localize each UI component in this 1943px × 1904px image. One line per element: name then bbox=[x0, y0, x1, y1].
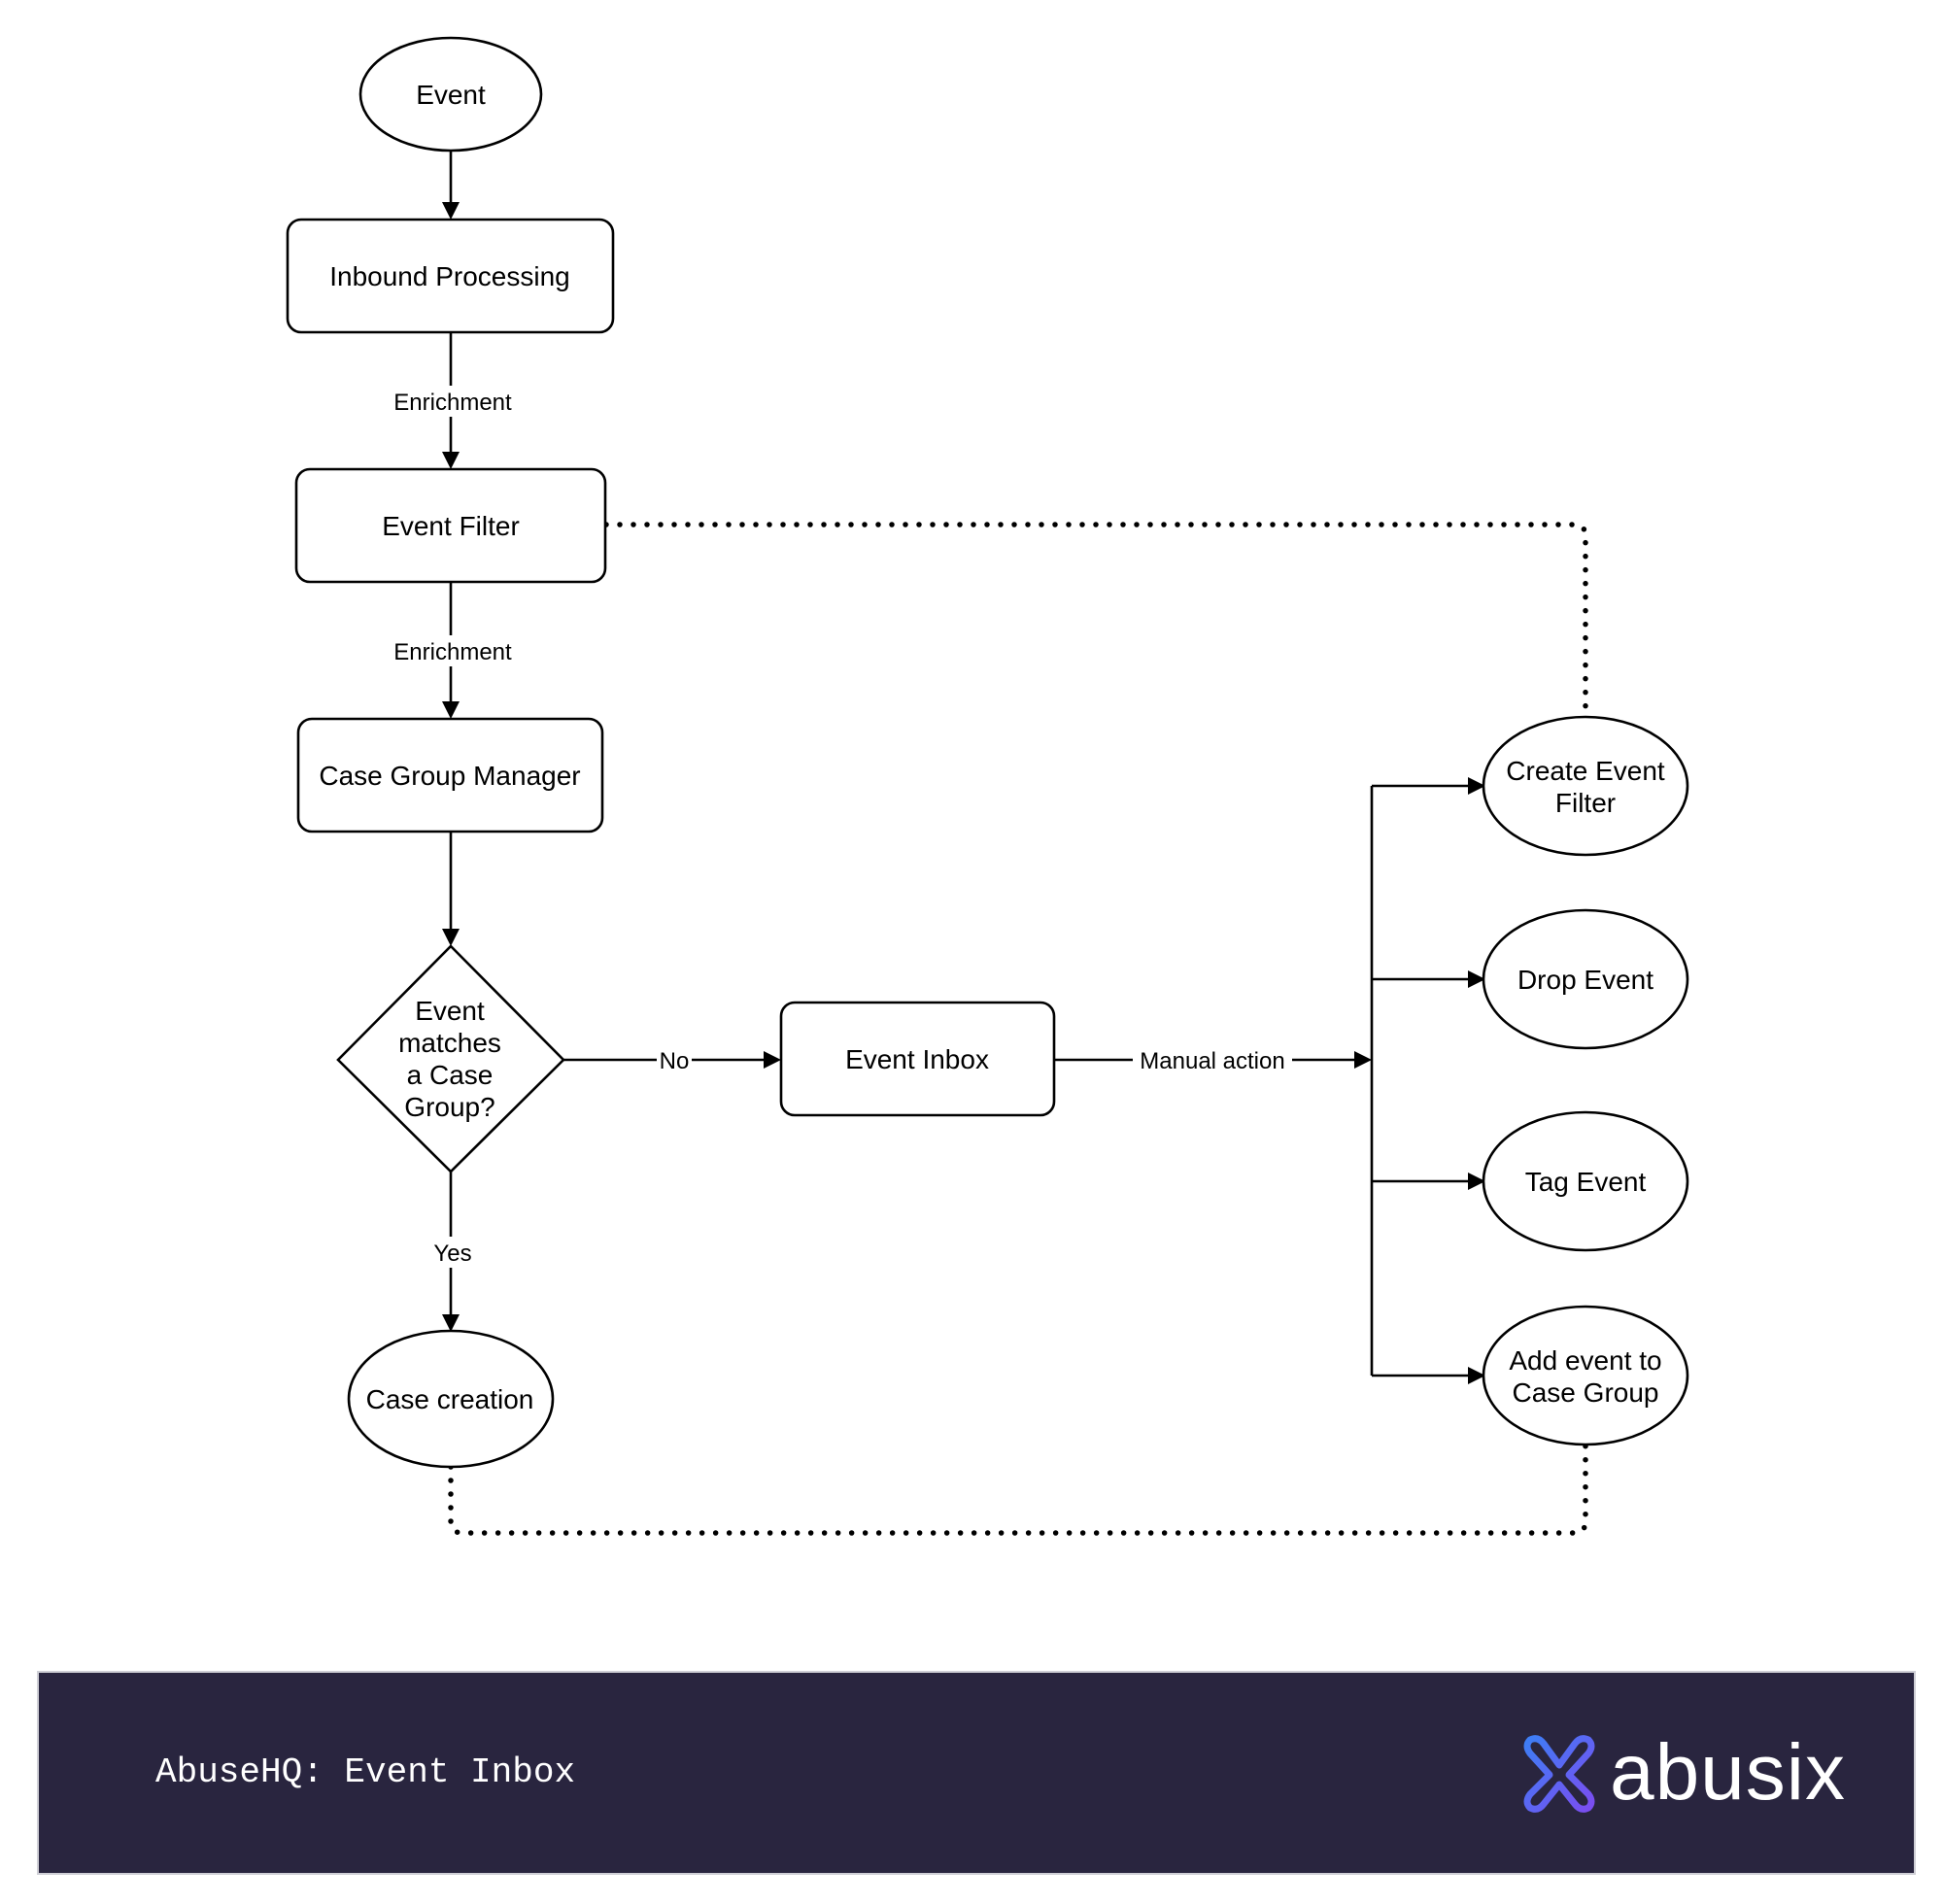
node-case-group-manager: Case Group Manager bbox=[296, 717, 604, 833]
node-decision-matches-case-group: Event matches a Case Group? bbox=[336, 944, 565, 1173]
node-label: Tag Event bbox=[1525, 1167, 1647, 1197]
node-inbound-processing: Inbound Processing bbox=[286, 218, 615, 334]
arrowhead bbox=[1468, 777, 1485, 795]
edge-label-yes: Yes bbox=[433, 1241, 471, 1267]
banner-title: AbuseHQ: Event Inbox bbox=[155, 1752, 576, 1792]
node-label: matches bbox=[398, 1028, 501, 1058]
node-drop-event: Drop Event bbox=[1482, 908, 1689, 1050]
node-event-filter: Event Filter bbox=[294, 467, 607, 584]
arrowhead bbox=[1468, 970, 1485, 988]
edge-label-manual-action: Manual action bbox=[1140, 1048, 1284, 1074]
edge-label-enrichment: Enrichment bbox=[393, 639, 512, 665]
node-label: Event Inbox bbox=[845, 1044, 989, 1074]
node-label: Drop Event bbox=[1517, 965, 1653, 995]
node-tag-event: Tag Event bbox=[1482, 1110, 1689, 1252]
arrowhead bbox=[442, 202, 460, 220]
arrowhead bbox=[1468, 1173, 1485, 1190]
node-label: Case creation bbox=[366, 1384, 534, 1414]
node-label: Group? bbox=[404, 1092, 494, 1122]
node-label: a Case bbox=[407, 1060, 494, 1090]
flow-diagram: Enrichment Enrichment No Yes Manual acti… bbox=[286, 36, 1689, 1536]
arrowhead bbox=[442, 701, 460, 719]
edges bbox=[442, 152, 1588, 1536]
node-add-event-to-case-group: Add event to Case Group bbox=[1482, 1305, 1689, 1446]
arrowhead bbox=[764, 1051, 781, 1069]
node-case-creation: Case creation bbox=[347, 1329, 555, 1469]
edge-label-enrichment: Enrichment bbox=[393, 390, 512, 416]
arrowhead bbox=[442, 929, 460, 946]
node-label: Inbound Processing bbox=[329, 261, 570, 291]
edge-labels: Enrichment Enrichment No Yes Manual acti… bbox=[387, 386, 1292, 1268]
node-label: Case Group bbox=[1513, 1377, 1659, 1408]
node-label: Filter bbox=[1555, 788, 1616, 818]
dotted-case-creation-to-add-group bbox=[448, 1443, 1588, 1536]
node-label: Event bbox=[416, 80, 486, 110]
node-label: Event Filter bbox=[382, 511, 520, 541]
node-label: Add event to bbox=[1509, 1345, 1661, 1376]
node-label: Case Group Manager bbox=[319, 761, 580, 791]
node-label: Create Event bbox=[1506, 756, 1665, 786]
arrowhead bbox=[1468, 1367, 1485, 1384]
arrowhead bbox=[1354, 1051, 1372, 1069]
brand-logo: abusix bbox=[1520, 1729, 1846, 1817]
node-event: Event bbox=[358, 36, 543, 153]
arrowhead bbox=[442, 452, 460, 469]
arrowhead bbox=[442, 1314, 460, 1332]
node-event-inbox: Event Inbox bbox=[779, 1001, 1056, 1117]
footer-banner: AbuseHQ: Event Inbox abusix bbox=[37, 1671, 1916, 1875]
dotted-filter-to-create-filter bbox=[603, 522, 1588, 720]
node-create-event-filter: Create Event Filter bbox=[1482, 715, 1689, 857]
brand-wordmark: abusix bbox=[1609, 1728, 1846, 1817]
node-label: Event bbox=[415, 996, 485, 1026]
abusix-x-logo-icon bbox=[1523, 1735, 1595, 1813]
edge-label-no: No bbox=[660, 1048, 690, 1074]
